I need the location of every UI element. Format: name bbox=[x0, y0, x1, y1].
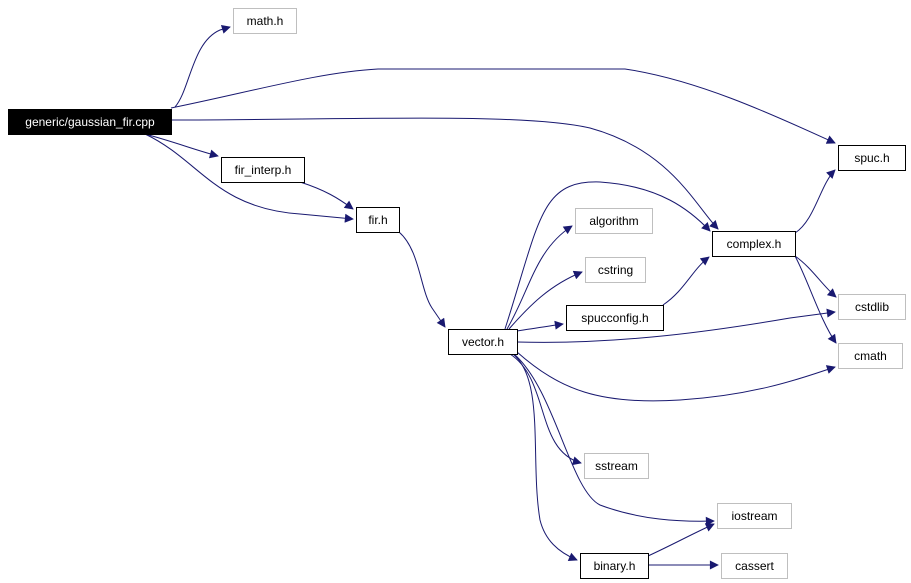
node-math-h: math.h bbox=[233, 8, 297, 34]
node-label: math.h bbox=[247, 14, 284, 28]
node-label: generic/gaussian_fir.cpp bbox=[25, 115, 155, 129]
edge-fir-h-to-vector-h bbox=[398, 231, 446, 328]
edge-complex-h-to-cstdlib bbox=[794, 255, 837, 298]
edge-vector-h-to-binary-h bbox=[512, 353, 578, 562]
edge-vector-h-to-spucconfig-h bbox=[516, 320, 564, 332]
node-algorithm: algorithm bbox=[575, 208, 653, 234]
node-box bbox=[712, 231, 796, 257]
node-fir-h[interactable]: fir.h bbox=[356, 207, 400, 233]
node-label: spucconfig.h bbox=[581, 311, 648, 325]
node-iostream: iostream bbox=[717, 503, 792, 529]
node-label: spuc.h bbox=[854, 151, 889, 165]
edge-vector-h-to-algorithm bbox=[506, 225, 573, 330]
edge-vector-h-to-cmath bbox=[516, 351, 836, 402]
edge-generic-gaussian-fir-cpp-to-complex-h bbox=[170, 117, 719, 230]
node-box bbox=[838, 145, 906, 171]
edge-fir-interp-h-to-fir-h bbox=[299, 181, 354, 210]
node-box bbox=[717, 503, 792, 529]
node-label: fir_interp.h bbox=[235, 163, 292, 177]
edge-spucconfig-h-to-complex-h bbox=[662, 256, 710, 306]
node-label: complex.h bbox=[727, 237, 782, 251]
edge-vector-h-to-cstring bbox=[508, 270, 583, 330]
node-vector-h[interactable]: vector.h bbox=[448, 329, 518, 355]
node-box bbox=[838, 294, 906, 320]
node-box bbox=[448, 329, 518, 355]
node-box bbox=[585, 257, 646, 283]
node-box bbox=[838, 343, 903, 369]
node-label: binary.h bbox=[594, 559, 636, 573]
edge-vector-h-to-sstream bbox=[509, 353, 582, 466]
node-binary-h[interactable]: binary.h bbox=[580, 553, 649, 579]
node-box bbox=[584, 453, 649, 479]
node-box bbox=[575, 208, 653, 234]
node-cassert: cassert bbox=[721, 553, 788, 579]
edge-binary-h-to-iostream bbox=[647, 523, 715, 557]
node-cstring: cstring bbox=[585, 257, 646, 283]
node-sstream: sstream bbox=[584, 453, 649, 479]
node-generic-gaussian-fir-cpp[interactable]: generic/gaussian_fir.cpp bbox=[8, 109, 172, 135]
node-label: vector.h bbox=[462, 335, 504, 349]
node-label: cstdlib bbox=[855, 300, 889, 314]
node-box bbox=[721, 553, 788, 579]
node-label: sstream bbox=[595, 459, 638, 473]
edge-vector-h-to-iostream bbox=[513, 353, 715, 526]
edge-vector-h-to-complex-h bbox=[504, 181, 711, 330]
node-label: iostream bbox=[731, 509, 777, 523]
node-label: cstring bbox=[598, 263, 633, 277]
node-box bbox=[356, 207, 400, 233]
node-label: cassert bbox=[735, 559, 774, 573]
node-box bbox=[566, 305, 664, 331]
node-fir-interp-h[interactable]: fir_interp.h bbox=[221, 157, 305, 183]
node-box bbox=[580, 553, 649, 579]
edge-complex-h-to-spuc-h bbox=[794, 169, 836, 234]
node-cmath: cmath bbox=[838, 343, 903, 369]
node-box bbox=[233, 8, 297, 34]
edge-vector-h-to-cstdlib bbox=[516, 308, 836, 343]
node-label: cmath bbox=[854, 349, 887, 363]
node-label: algorithm bbox=[589, 214, 638, 228]
edge-layer bbox=[144, 25, 837, 570]
edge-generic-gaussian-fir-cpp-to-spuc-h bbox=[170, 68, 836, 144]
edge-generic-gaussian-fir-cpp-to-math-h bbox=[174, 25, 231, 108]
node-spucconfig-h[interactable]: spucconfig.h bbox=[566, 305, 664, 331]
node-label: fir.h bbox=[368, 213, 387, 227]
node-layer: generic/gaussian_fir.cpp math.h spuc.h fir_… bbox=[8, 8, 906, 579]
edge-generic-gaussian-fir-cpp-to-fir-h bbox=[144, 133, 354, 223]
edge-generic-gaussian-fir-cpp-to-fir-interp-h bbox=[144, 133, 219, 159]
node-spuc-h[interactable]: spuc.h bbox=[838, 145, 906, 171]
node-box bbox=[221, 157, 305, 183]
edge-complex-h-to-cmath bbox=[794, 255, 837, 344]
node-cstdlib: cstdlib bbox=[838, 294, 906, 320]
node-box bbox=[8, 109, 172, 135]
node-complex-h[interactable]: complex.h bbox=[712, 231, 796, 257]
